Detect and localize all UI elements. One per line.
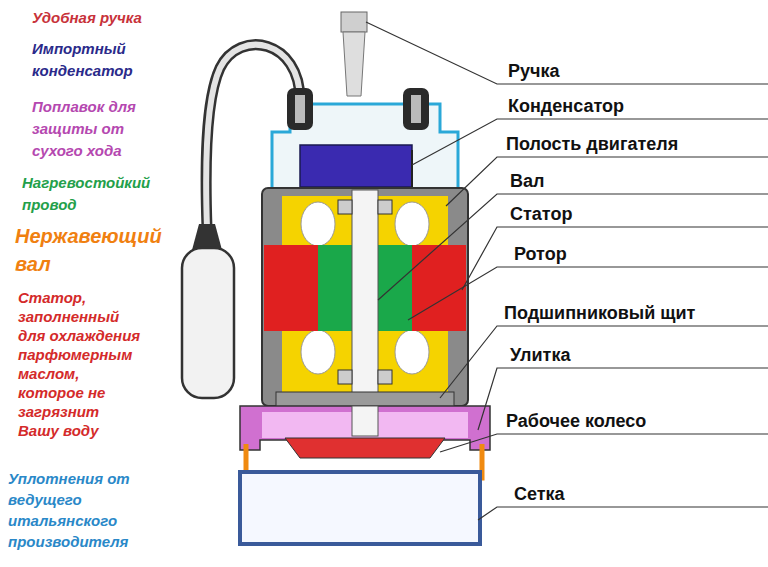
- part-name: Ротор: [514, 243, 754, 265]
- capacitor: [300, 145, 412, 187]
- cable-gland: [411, 95, 421, 123]
- rotor: [318, 245, 352, 331]
- part-name: Улитка: [510, 344, 750, 366]
- stator: [412, 245, 466, 331]
- bearing: [378, 370, 392, 384]
- feature-note: Уплотнения от ведущего итальянского прои…: [8, 468, 138, 552]
- impeller: [285, 438, 445, 458]
- float-cap: [192, 224, 222, 250]
- feature-note: Нагревостойкий провод: [22, 172, 162, 216]
- part-name: Подшипниковый щит: [504, 302, 762, 324]
- feature-note: Удобная ручка: [32, 8, 232, 28]
- leader-lines: [366, 22, 768, 520]
- bearing: [338, 370, 352, 384]
- coil-end: [301, 330, 335, 374]
- strainer: [240, 472, 480, 544]
- stator: [264, 245, 318, 331]
- coil-end: [395, 330, 429, 374]
- part-name: Статор: [510, 203, 750, 225]
- part-name: Полость двигателя: [506, 133, 756, 155]
- handle-top: [341, 12, 367, 32]
- bearing: [378, 200, 392, 214]
- cable-gland: [403, 88, 429, 130]
- feature-note: Импортный конденсатор: [32, 38, 152, 82]
- handle: [343, 32, 365, 96]
- coil-end: [395, 202, 429, 246]
- float: [182, 248, 234, 398]
- bearing: [338, 200, 352, 214]
- part-name: Ручка: [508, 60, 748, 82]
- wire: [411, 150, 413, 190]
- feature-note: Поплавок для защиты от сухого хода: [32, 96, 152, 162]
- rotor: [378, 245, 412, 331]
- part-name: Конденсатор: [508, 95, 748, 117]
- part-name: Рабочее колесо: [506, 410, 756, 432]
- shaft: [352, 406, 378, 436]
- feature-note: Статор, заполненный для охлаждения парфю…: [18, 288, 143, 440]
- part-name: Вал: [510, 170, 750, 192]
- feature-note: Нержавеющий вал: [15, 222, 175, 278]
- cable-gland: [295, 95, 305, 123]
- part-name: Сетка: [514, 483, 754, 505]
- coil-end: [301, 202, 335, 246]
- cable-gland: [287, 88, 313, 130]
